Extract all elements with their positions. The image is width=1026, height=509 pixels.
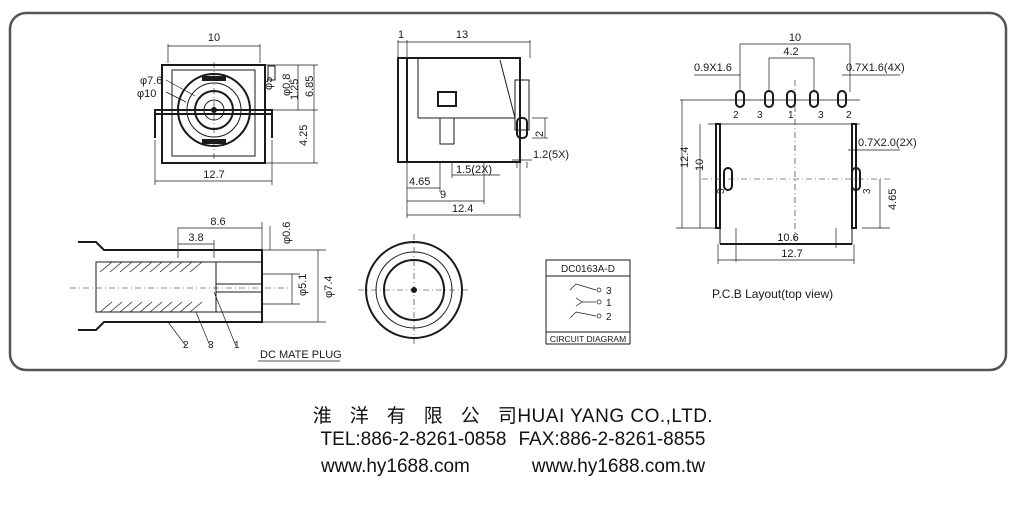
front-h1: 1.25 bbox=[289, 79, 301, 100]
drawing-frame bbox=[8, 11, 1008, 372]
plug-l38: 3.8 bbox=[188, 232, 203, 244]
pcb-layout: 10 4.2 0.9X1.6 0.7X1.6(4X) 2 3 1 3 2 bbox=[676, 32, 917, 301]
pcb-pin-a: 2 bbox=[733, 110, 739, 121]
front-dia-outer: φ10 bbox=[137, 88, 156, 100]
front-dia-pin: φ0.8 bbox=[281, 74, 293, 96]
technical-drawing: 10 12.7 φ7.6 φ10 φ5 φ0.8 1.25 6.85 4.25 … bbox=[8, 11, 1008, 372]
circuit-pin-2: 2 bbox=[606, 312, 612, 323]
pcb-hole2: 0.7X1.6(4X) bbox=[846, 62, 905, 74]
pcb-h124: 12.4 bbox=[679, 147, 691, 168]
pcb-w42: 4.2 bbox=[783, 46, 798, 58]
circuit-pin-1: 1 bbox=[606, 298, 612, 309]
front-h2: 6.85 bbox=[304, 76, 316, 97]
pcb-title: P.C.B Layout(top view) bbox=[712, 287, 833, 301]
plug-d51: φ5.1 bbox=[297, 274, 309, 296]
company-web-2[interactable]: www.hy1688.com.tw bbox=[531, 456, 706, 477]
pcb-hole1: 0.9X1.6 bbox=[694, 62, 732, 74]
side-view: 1 13 2 1.2(5X) 1.5(2X) 4.65 9 12.4 bbox=[397, 29, 569, 218]
pcb-pin-e: 2 bbox=[846, 110, 852, 121]
pcb-pin-c: 1 bbox=[788, 110, 794, 121]
circuit-diagram: DC0163A-D 3 1 2 CIRCUIT DIAGRAM bbox=[545, 259, 631, 345]
company-name: 淮洋有限公司HUAI YANG CO.,LTD. bbox=[0, 401, 1026, 428]
company-web-1[interactable]: www.hy1688.com bbox=[320, 456, 470, 477]
front-width-label: 10 bbox=[208, 32, 220, 44]
plug-lead-1: 1 bbox=[234, 340, 240, 351]
pcb-h465: 4.65 bbox=[887, 189, 899, 210]
side-top-width: 13 bbox=[456, 29, 468, 41]
plug-l86: 8.6 bbox=[210, 216, 225, 228]
side-pin-h: 2 bbox=[534, 131, 546, 137]
pcb-side-pin-right: 3 bbox=[862, 188, 873, 194]
side-d2: 4.65 bbox=[409, 176, 430, 188]
side-pin-w: 1.2(5X) bbox=[533, 149, 569, 161]
plug-lead-2: 2 bbox=[183, 340, 189, 351]
front-h3: 4.25 bbox=[298, 125, 310, 146]
pcb-h10: 10 bbox=[694, 159, 706, 171]
plug-d06: φ0.6 bbox=[281, 222, 293, 244]
plug-lead-3: 3 bbox=[208, 340, 214, 351]
front-view: 10 12.7 φ7.6 φ10 φ5 φ0.8 1.25 6.85 4.25 bbox=[137, 32, 318, 185]
company-tel: TEL:886-2-8261-0858 bbox=[320, 429, 507, 450]
pcb-w127: 12.7 bbox=[781, 248, 802, 260]
plug-end-view bbox=[358, 234, 470, 346]
pcb-side-pin-left: 3 bbox=[716, 188, 727, 194]
plug-title: DC MATE PLUG bbox=[260, 349, 342, 361]
front-dia-large: φ7.6 bbox=[140, 75, 162, 87]
company-fax: FAX:886-2-8261-8855 bbox=[518, 429, 706, 450]
pcb-pin-b: 3 bbox=[757, 110, 763, 121]
pcb-w106: 10.6 bbox=[777, 232, 798, 244]
plug-d74: φ7.4 bbox=[323, 276, 335, 298]
front-bottom-label: 12.7 bbox=[203, 169, 224, 181]
pcb-pin-d: 3 bbox=[818, 110, 824, 121]
circuit-title: CIRCUIT DIAGRAM bbox=[550, 334, 626, 344]
dc-mate-plug: 8.6 3.8 φ0.6 φ5.1 bbox=[70, 216, 342, 362]
company-contact: TEL:886-2-8261-0858 FAX:886-2-8261-8855 bbox=[0, 429, 1026, 451]
company-name-en: HUAI YANG CO.,LTD. bbox=[517, 406, 714, 427]
side-d4: 12.4 bbox=[452, 203, 473, 215]
company-websites: www.hy1688.com www.hy1688.com.tw bbox=[0, 456, 1026, 478]
company-name-cn: 淮洋有限公 bbox=[312, 406, 498, 427]
company-name-cn-last: 司 bbox=[497, 406, 518, 427]
front-dia-small: φ5 bbox=[263, 77, 275, 90]
circuit-model: DC0163A-D bbox=[561, 264, 615, 275]
side-d1: 1.5(2X) bbox=[456, 164, 492, 176]
side-d3: 9 bbox=[440, 189, 446, 201]
circuit-pin-3: 3 bbox=[606, 286, 612, 297]
side-top-small: 1 bbox=[398, 29, 404, 41]
pcb-hole3: 0.7X2.0(2X) bbox=[858, 137, 917, 149]
pcb-w10: 10 bbox=[789, 32, 801, 44]
